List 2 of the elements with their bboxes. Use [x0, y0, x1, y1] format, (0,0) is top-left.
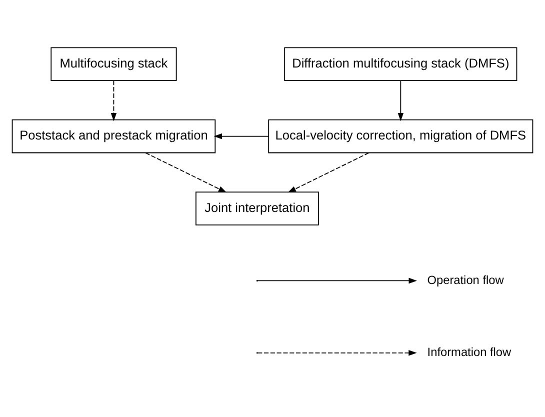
legend-label: Operation flow — [427, 272, 504, 287]
legend-label: Information flow — [427, 345, 512, 359]
